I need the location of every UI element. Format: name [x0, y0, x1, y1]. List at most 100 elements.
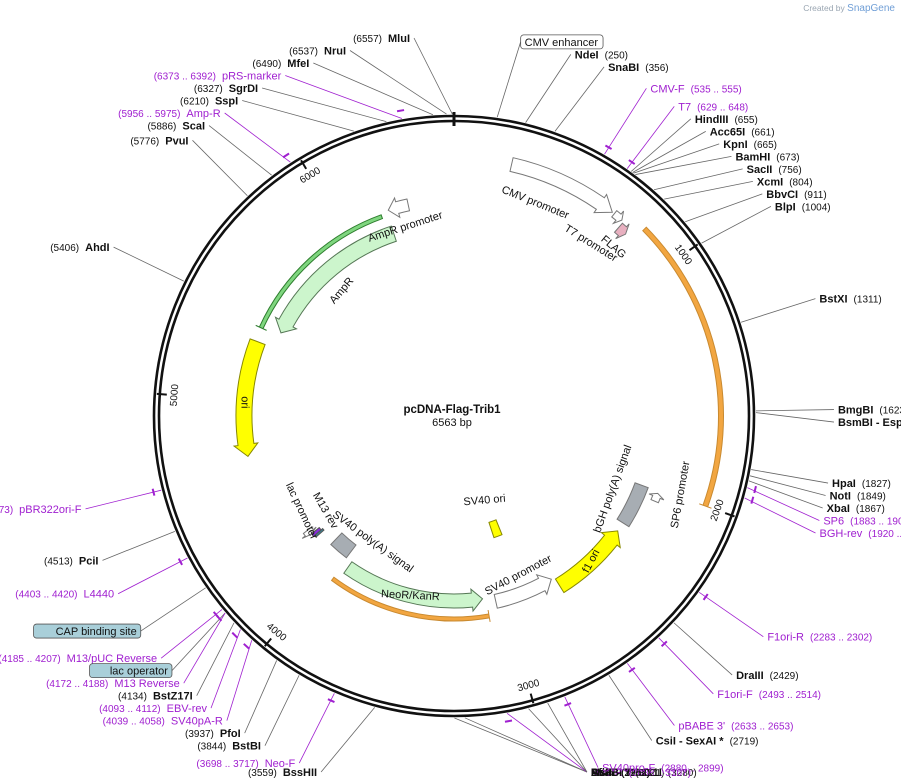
- feature-ampr[interactable]: [274, 225, 397, 334]
- site-mlui[interactable]: (6557)MluI: [353, 33, 410, 45]
- site-neo-r[interactable]: Neo-R(3088 .. 3107): [591, 767, 691, 779]
- site-ebv-rev[interactable]: (4093 .. 4112)EBV-rev: [99, 703, 207, 715]
- site-xbai[interactable]: XbaI(1867): [827, 503, 885, 515]
- feature-sv40-ori[interactable]: [488, 519, 503, 539]
- site-ndei[interactable]: NdeI(250): [575, 49, 628, 61]
- site-position: (6537): [289, 47, 318, 58]
- leader-line: [685, 193, 763, 223]
- site-sgrdi[interactable]: (6327)SgrDI: [194, 83, 258, 95]
- site-position: (5406): [50, 243, 79, 254]
- primer-mark: [504, 719, 513, 723]
- plasmid-backbone: [152, 112, 756, 718]
- feature-ori[interactable]: [232, 338, 266, 458]
- site-name: M13 Reverse: [114, 678, 179, 690]
- site-msci[interactable]: MscI(3244): [591, 767, 650, 779]
- feature-ampr-promoter[interactable]: [387, 196, 411, 219]
- site-neo-f[interactable]: (3698 .. 3717)Neo-F: [196, 758, 295, 770]
- site-pbr322ori-f[interactable]: (4654 .. 4673)pBR322ori-F: [0, 504, 82, 516]
- site-annotations: (6557)MluI (6537)NruI(6490)MfeI(6373 .. 6…: [0, 33, 901, 779]
- feature-cmv-promoter[interactable]: [509, 157, 613, 214]
- feature-ampr-orf[interactable]: [255, 214, 384, 331]
- site-bbvci[interactable]: BbvCI(911): [766, 189, 826, 201]
- site-bstz17i[interactable]: (4134)BstZ17I: [118, 691, 193, 703]
- site-bsshii[interactable]: (3559)BssHII: [248, 767, 317, 779]
- feature-bgh-poly-a-signal[interactable]: [616, 482, 649, 528]
- site-bstxi[interactable]: BstXI(1311): [819, 294, 881, 306]
- site-cmv-f[interactable]: CMV-F(535 .. 555): [650, 83, 741, 95]
- site-f1ori-f[interactable]: F1ori-F(2493 .. 2514): [717, 689, 821, 701]
- feature-sp6-promoter[interactable]: [648, 492, 665, 504]
- primer-mark: [396, 109, 405, 113]
- site-mfei[interactable]: (6490)MfeI: [252, 58, 309, 70]
- site-hpai[interactable]: HpaI(1827): [832, 478, 891, 490]
- site-draiii[interactable]: DraIII(2429): [736, 670, 798, 682]
- feature-f1-ori[interactable]: [554, 530, 621, 594]
- feature-trib1[interactable]: [642, 226, 724, 509]
- site-f1ori-r[interactable]: F1ori-R(2283 .. 2302): [767, 632, 872, 644]
- site-acc65i[interactable]: Acc65I(661): [710, 126, 775, 138]
- site-hindiii[interactable]: HindIII(655): [695, 114, 758, 126]
- site-bamhi[interactable]: BamHI(673): [735, 151, 799, 163]
- site-sp6[interactable]: SP6(1883 .. 1900): [823, 516, 901, 528]
- site-bsabi[interactable]: BsaBI *(3021): [591, 767, 664, 779]
- site-xcmi[interactable]: XcmI(804): [757, 176, 813, 188]
- site-sspi[interactable]: (6210)SspI: [180, 96, 238, 108]
- site-bstbi[interactable]: (3844)BstBI: [197, 741, 261, 753]
- feature-flag[interactable]: [613, 222, 630, 240]
- site-csii-sexai[interactable]: CsiI - SexAI *(2719): [656, 736, 759, 748]
- feature-sv40-poly-a-signal[interactable]: [330, 532, 357, 559]
- feature-neo-orf[interactable]: [330, 576, 491, 622]
- site-pflfi-tth111i[interactable]: PflFI - Tth111I(3280): [591, 767, 697, 779]
- site-avrii[interactable]: AvrII(2952): [591, 767, 650, 779]
- site-pvui[interactable]: (5776)PvuI: [130, 135, 188, 147]
- site-position: (356): [645, 63, 668, 74]
- leader-line: [183, 612, 226, 684]
- feature-lac-promoter[interactable]: [301, 526, 317, 539]
- site-m13-reverse[interactable]: (4172 .. 4188)M13 Reverse: [46, 678, 180, 690]
- site-label-lac-operator[interactable]: lac operator: [110, 666, 168, 678]
- site-name: Neo-F: [265, 758, 296, 770]
- site-blpi[interactable]: BlpI(1004): [775, 201, 831, 213]
- tick-mark: [724, 512, 735, 518]
- leader-line: [747, 487, 820, 521]
- site-sv40pro-f[interactable]: SV40pro-F(2880 .. 2899): [602, 763, 723, 775]
- site-bsmbi-esp3i[interactable]: BsmBI - Esp3I(1629): [838, 417, 901, 429]
- site-pfoi[interactable]: (3937)PfoI: [185, 728, 241, 740]
- site-sacii[interactable]: SacII(756): [747, 164, 802, 176]
- site-nrui[interactable]: (6537)NruI: [289, 46, 346, 58]
- site-position: (665): [754, 140, 777, 151]
- primer-mark: [750, 496, 755, 504]
- primer-mark: [151, 488, 156, 496]
- site-position: (655): [734, 115, 757, 126]
- site-snabi[interactable]: SnaBI(356): [608, 62, 669, 74]
- site-sv40pa-r[interactable]: (4039 .. 4058)SV40pA-R: [103, 716, 223, 728]
- leader-line: [320, 707, 376, 773]
- site-t7[interactable]: T7(629 .. 648): [678, 101, 748, 113]
- site-pbabe-3[interactable]: pBABE 3'(2633 .. 2653): [678, 721, 793, 733]
- site-name: BssHII: [283, 767, 317, 779]
- site-label-cmv-enhancer[interactable]: CMV enhancer: [525, 37, 599, 49]
- feature-neor-kanr[interactable]: [343, 561, 484, 613]
- leader-line: [744, 497, 816, 534]
- site-kpni[interactable]: KpnI(665): [723, 139, 777, 151]
- feature-t7-promoter[interactable]: [611, 209, 625, 225]
- site-position: (6490): [252, 59, 281, 70]
- site-pcii[interactable]: (4513)PciI: [44, 555, 98, 567]
- tick-label: 6000: [298, 165, 323, 186]
- site-name: BlpI: [775, 201, 796, 213]
- snapgene-credit: Created by SnapGene: [803, 3, 895, 14]
- site-amp-r[interactable]: (5956 .. 5975)Amp-R: [118, 108, 221, 120]
- site-bgh-rev[interactable]: BGH-rev(1920 .. 1937): [820, 528, 901, 540]
- site-ahdi[interactable]: (5406)AhdI: [50, 242, 109, 254]
- site-prs-marker[interactable]: (6373 .. 6392)pRS-marker: [154, 71, 282, 83]
- site-m13-puc-reverse[interactable]: (4185 .. 4207)M13/pUC Reverse: [0, 653, 157, 665]
- feature-sv40-promoter[interactable]: [493, 573, 552, 609]
- site-label-cap-binding-site[interactable]: CAP binding site: [56, 626, 137, 638]
- leader-line: [698, 591, 764, 638]
- site-name: CsiI - SexAI *: [656, 736, 725, 748]
- site-bmgbi[interactable]: BmgBI(1623): [838, 405, 901, 417]
- site-scai[interactable]: (5886)ScaI: [147, 121, 205, 133]
- feature-lac-operator[interactable]: [314, 527, 325, 538]
- site-noti[interactable]: NotI(1849): [830, 491, 886, 503]
- site-l4440[interactable]: (4403 .. 4420)L4440: [15, 589, 114, 601]
